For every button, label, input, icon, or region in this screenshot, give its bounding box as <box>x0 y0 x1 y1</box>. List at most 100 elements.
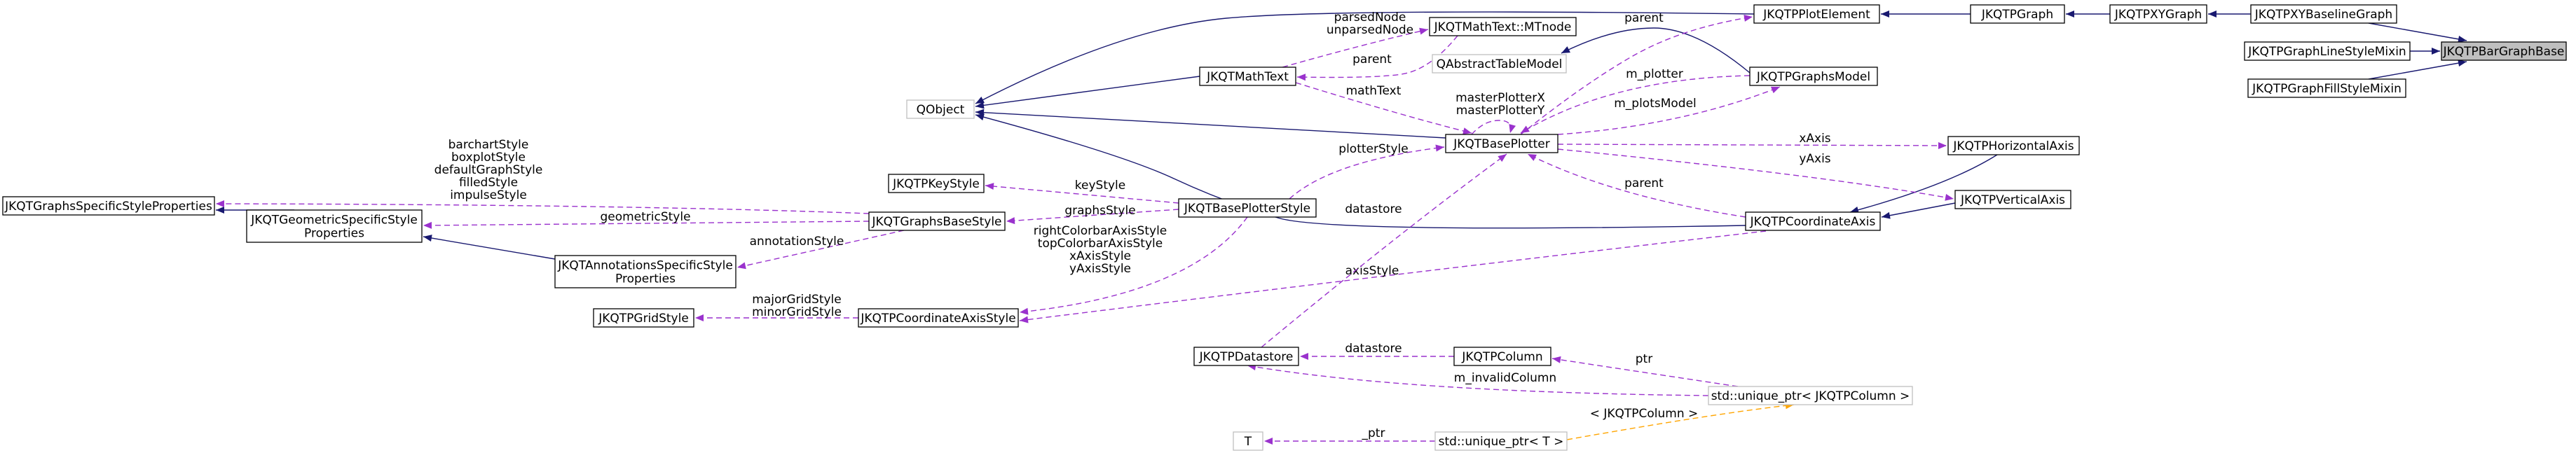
class-node-plotelement[interactable]: JKQTPPlotElement <box>1753 4 1880 24</box>
edge-line <box>975 76 1200 107</box>
class-node-qabstracttablemodel[interactable]: QAbstractTableModel <box>1432 54 1567 74</box>
class-box <box>2247 78 2406 98</box>
arrow-head <box>1882 211 1891 219</box>
arrow-head <box>2458 35 2467 43</box>
arrow-head <box>1528 154 1537 161</box>
edge-xygraph-xybaseline <box>2208 11 2251 18</box>
class-node-column[interactable]: JKQTPColumn <box>1453 347 1551 366</box>
edge-label: graphsStyle <box>1064 204 1135 218</box>
arrow-head <box>1509 124 1516 133</box>
class-node-verticalaxis[interactable]: JKQTPVerticalAxis <box>1954 190 2071 209</box>
class-node-graphsbasestyle[interactable]: JKQTGraphsBaseStyle <box>868 211 1006 231</box>
edge-line <box>1282 29 1429 68</box>
class-node-keystyle[interactable]: JKQTPKeyStyle <box>888 174 985 193</box>
edge-label: parent <box>1624 176 1664 190</box>
class-box <box>2244 41 2411 61</box>
class-node-graphsspecific[interactable]: JKQTGraphsSpecificStyleProperties <box>2 196 215 216</box>
class-node-fillstylemixin[interactable]: JKQTPGraphFillStyleMixin <box>2247 78 2406 98</box>
class-node-xygraph[interactable]: JKQTPXYGraph <box>2109 4 2207 24</box>
arrow-head <box>695 314 704 321</box>
arrow-head <box>1850 207 1859 214</box>
class-node-T[interactable]: T <box>1233 431 1263 451</box>
edge-column-uniqueptr: ptr <box>1551 352 1739 387</box>
edge-line <box>1557 144 1947 146</box>
class-node-datastore[interactable]: JKQTPDatastore <box>1193 347 1299 366</box>
edge-datastore-baseplotter: datastore <box>1261 153 1507 348</box>
edge-line <box>423 236 556 260</box>
edge-line <box>1566 404 1795 440</box>
class-node-bargraphbase[interactable]: JKQTPBarGraphBase <box>2441 41 2567 61</box>
class-node-xybaselinegraph[interactable]: JKQTPXYBaselineGraph <box>2250 4 2397 24</box>
edge-datastore-column: datastore <box>1300 342 1454 360</box>
arrow-head <box>1498 154 1507 162</box>
class-node-baseplotterstyle[interactable]: JKQTBasePlotterStyle <box>1178 198 1317 218</box>
edge-line <box>1520 16 1753 135</box>
class-node-uniqueptrcolumn[interactable]: std::unique_ptr< JKQTPColumn > <box>1708 386 1913 405</box>
edge-line <box>1289 146 1445 200</box>
class-box <box>906 99 975 119</box>
edge-coordaxis-baseplotter: parent <box>1527 153 1746 218</box>
class-node-graphsmodel[interactable]: JKQTPGraphsModel <box>1749 67 1878 86</box>
class-node-linestylemixin[interactable]: JKQTPGraphLineStyleMixin <box>2244 41 2411 61</box>
class-node-coordinateaxisstyle[interactable]: JKQTPCoordinateAxisStyle <box>858 308 1019 328</box>
class-box <box>2 196 215 216</box>
class-node-qobject[interactable]: QObject <box>906 99 975 119</box>
class-box <box>1970 4 2065 24</box>
class-box <box>593 308 694 328</box>
class-node-uniqueptrT[interactable]: std::unique_ptr< T > <box>1434 431 1568 451</box>
arrow-head <box>1435 144 1444 152</box>
edge-label: m_plotter <box>1626 67 1683 81</box>
class-box <box>2250 4 2397 24</box>
class-node-gridstyle[interactable]: JKQTPGridStyle <box>593 308 694 328</box>
edge-line <box>1527 153 1746 218</box>
edge-line <box>1471 120 1512 135</box>
arrow-head <box>1419 27 1428 35</box>
class-node-coordinateaxis[interactable]: JKQTPCoordinateAxis <box>1745 211 1881 231</box>
class-box <box>1193 347 1299 366</box>
arrow-head <box>975 113 985 120</box>
edge-line <box>2368 61 2467 80</box>
edge-uniqueptrt-uniqueptrcolumn: < JKQTPColumn > <box>1566 402 1795 440</box>
class-node-mathtext[interactable]: JKQTMathText <box>1199 67 1296 86</box>
class-node-horizontalaxis[interactable]: JKQTPHorizontalAxis <box>1947 136 2080 155</box>
class-node-mtnode[interactable]: JKQTMathText::MTnode <box>1429 17 1577 36</box>
edge-line <box>1551 358 1739 387</box>
class-box <box>1178 198 1317 218</box>
arrow-head <box>1881 11 1889 18</box>
class-node-graph[interactable]: JKQTPGraph <box>1970 4 2065 24</box>
edge-qobject-mathtext <box>975 76 1200 109</box>
edge-line <box>1006 209 1179 222</box>
edge-graphsbasestyle-baseplotterstyle: graphsStyle <box>1006 204 1179 225</box>
edge-line <box>975 111 1446 139</box>
class-name: QAbstractTableModel <box>1437 57 1563 71</box>
edge-line <box>2368 22 2467 41</box>
class-box <box>1947 136 2080 155</box>
class-name: std::unique_ptr< JKQTPColumn > <box>1711 389 1910 403</box>
class-box <box>554 255 737 288</box>
edge-line <box>1295 82 1472 134</box>
arrow-head <box>1938 141 1947 149</box>
edge-xybaseline-bar <box>2368 22 2467 43</box>
class-name: JKQTPBarGraphBase <box>2443 45 2565 59</box>
class-name: JKQTPGraphFillStyleMixin <box>2252 82 2402 96</box>
class-box <box>1954 190 2071 209</box>
edge-keystyle-baseplotterstyle: keyStyle <box>985 179 1179 204</box>
class-name: JKQTPXYBaselineGraph <box>2254 8 2392 22</box>
edge-qobject-plotelement <box>975 11 1755 104</box>
edge-coordaxis-vaxis <box>1881 202 1956 219</box>
arrow-head <box>1521 125 1530 133</box>
class-node-baseplotter[interactable]: JKQTBasePlotter <box>1445 134 1558 153</box>
edge-label: geometricStyle <box>600 210 690 224</box>
class-box <box>246 209 423 243</box>
edge-label: mathText <box>1346 84 1402 98</box>
class-name: JKQTPPlotElement <box>1762 8 1870 22</box>
